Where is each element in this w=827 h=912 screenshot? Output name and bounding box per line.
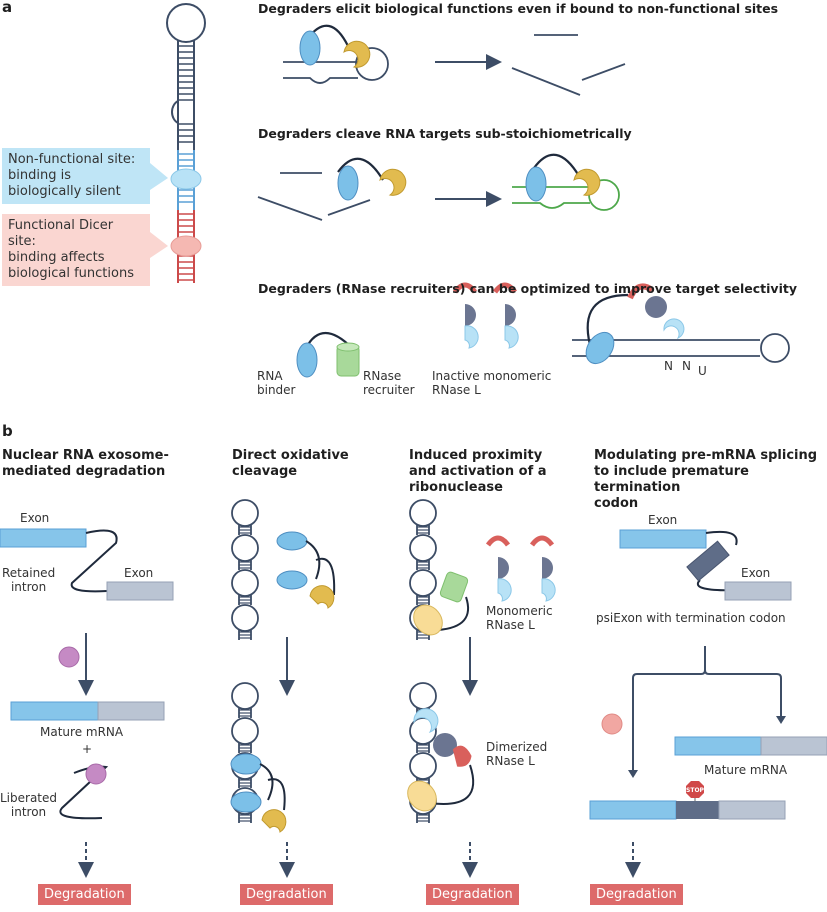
hairpin-rna-long bbox=[166, 3, 206, 283]
cleaved-fragments-1 bbox=[511, 34, 626, 96]
monomeric-rnasel-label: Monomeric RNase L bbox=[486, 604, 553, 632]
rnasel-dimer-icon bbox=[645, 296, 667, 318]
callout-pointer-blue bbox=[150, 163, 168, 190]
mature-mrna-exon1 bbox=[10, 701, 99, 721]
psiexon-bar bbox=[686, 540, 730, 582]
degradation-badge-splicing: Degradation bbox=[590, 884, 683, 905]
legend-rna-binder-label: RNA binder bbox=[257, 369, 296, 397]
mature-mrna-exon2 bbox=[760, 736, 827, 756]
rna-binder-yellow-icon bbox=[413, 604, 443, 636]
rnasel-red-domain bbox=[627, 283, 654, 300]
retained-intron-label: Retained intron bbox=[2, 566, 56, 594]
mature-mrna-label: Mature mRNA bbox=[40, 725, 124, 739]
rna-binder-legend-icon bbox=[296, 342, 318, 378]
column-heading-proximity: Induced proximity and activation of a ri… bbox=[409, 448, 547, 495]
linker bbox=[259, 763, 286, 811]
inactive-rnasel-icons bbox=[452, 282, 519, 349]
rna-binder-yellow-icon bbox=[407, 780, 437, 812]
column-heading-exosome: Nuclear RNA exosome- mediated degradatio… bbox=[2, 448, 169, 479]
rnase-recruiter-icon bbox=[439, 571, 469, 603]
rna-binder-icon bbox=[337, 165, 359, 201]
rna-binder-icon bbox=[299, 30, 321, 66]
non-functional-site-marker bbox=[170, 168, 202, 190]
linker bbox=[429, 764, 475, 805]
degradation-badge-exosome: Degradation bbox=[38, 884, 131, 905]
rna-binder-icon bbox=[276, 531, 308, 551]
exosome-icon bbox=[58, 646, 80, 668]
exon-label: Exon bbox=[20, 511, 50, 525]
retained-intron-line bbox=[70, 529, 118, 593]
ptc-mrna-psiexon bbox=[676, 801, 719, 819]
svg-text:STOP: STOP bbox=[686, 787, 705, 794]
section-heading-selectivity: Degraders (RNase recruiters) can be opti… bbox=[258, 281, 797, 296]
degradation-badge-proximity: Degradation bbox=[426, 884, 519, 905]
rnasel-red-domain bbox=[452, 745, 472, 767]
callout-functional-dicer-site: Functional Dicer site: binding affects b… bbox=[2, 214, 150, 286]
cleaver-icon bbox=[343, 40, 371, 68]
cleaver-icon bbox=[573, 168, 601, 196]
mature-mrna-exon1 bbox=[674, 736, 762, 756]
legend-inactive-rnasel-label: Inactive monomeric RNase L bbox=[432, 369, 552, 397]
degradation-badge-oxidative: Degradation bbox=[240, 884, 333, 905]
splicing-modulator-icon bbox=[601, 713, 623, 735]
free-fragments-2 bbox=[257, 157, 384, 221]
panel-b-label: b bbox=[2, 422, 13, 440]
exon-label: Exon bbox=[124, 566, 154, 580]
ptc-mrna-exon1 bbox=[589, 800, 677, 820]
nucleotide-label: N bbox=[664, 359, 673, 373]
rnasel-dimer-icon bbox=[433, 733, 457, 757]
bound-target-complex-1 bbox=[283, 24, 389, 84]
rnasel-light-domain bbox=[663, 318, 685, 340]
column-heading-splicing: Modulating pre-mRNA splicing to include … bbox=[594, 448, 818, 511]
exon-2-bar bbox=[724, 581, 792, 601]
mature-mrna-label: Mature mRNA bbox=[704, 763, 788, 777]
dimerized-rnasel-label: Dimerized RNase L bbox=[486, 740, 548, 768]
functional-site-marker bbox=[170, 235, 202, 257]
mature-mrna-exon2 bbox=[97, 701, 165, 721]
branching-arrows bbox=[632, 646, 782, 772]
ptc-mrna-exon2 bbox=[718, 800, 786, 820]
column-heading-oxidative: Direct oxidative cleavage bbox=[232, 448, 349, 479]
oxidative-cleaver-icon bbox=[309, 585, 335, 609]
rna-binder-icon bbox=[230, 791, 262, 813]
panel-a-label: a bbox=[2, 0, 13, 16]
linker bbox=[305, 540, 336, 596]
callout-non-functional-site: Non-functional site: binding is biologic… bbox=[2, 148, 150, 204]
section-heading-substoichiometric: Degraders cleave RNA targets sub-stoichi… bbox=[258, 126, 632, 141]
liberated-intron-label: Liberated intron bbox=[0, 791, 58, 819]
exon-2-bar bbox=[106, 581, 174, 601]
legend-rnase-recruiter-label: RNase recruiter bbox=[363, 369, 415, 397]
nucleotide-label: N bbox=[682, 359, 691, 373]
cleaver-icon bbox=[379, 168, 407, 196]
exon-1-bar bbox=[0, 528, 87, 548]
linker bbox=[437, 596, 469, 631]
exosome-icon bbox=[85, 763, 107, 785]
oxidative-cleaver-icon bbox=[261, 809, 287, 833]
psiexon-label: psiExon with termination codon bbox=[596, 611, 786, 625]
rna-binder-icon bbox=[230, 753, 262, 775]
nucleotide-label: U bbox=[698, 364, 707, 378]
monomeric-rnasel-icons bbox=[485, 535, 556, 602]
rnasel-light-domain bbox=[413, 708, 439, 733]
rnase-recruiter-legend-icon bbox=[336, 342, 360, 377]
section-heading-nonfunctional-sites: Degraders elicit biological functions ev… bbox=[258, 1, 779, 16]
exon-1-bar bbox=[619, 529, 707, 549]
exon-label: Exon bbox=[741, 566, 771, 580]
callout-pointer-red bbox=[150, 232, 168, 258]
rna-binder-icon bbox=[585, 331, 615, 365]
stop-sign-icon: STOP bbox=[686, 781, 705, 801]
rna-binder-icon bbox=[525, 166, 547, 202]
liberated-intron-line bbox=[59, 765, 109, 820]
plus-sign: + bbox=[82, 742, 93, 756]
rna-binder-icon bbox=[276, 570, 308, 590]
multi-loop-hairpin-before bbox=[231, 499, 259, 640]
exon-label: Exon bbox=[648, 513, 678, 527]
